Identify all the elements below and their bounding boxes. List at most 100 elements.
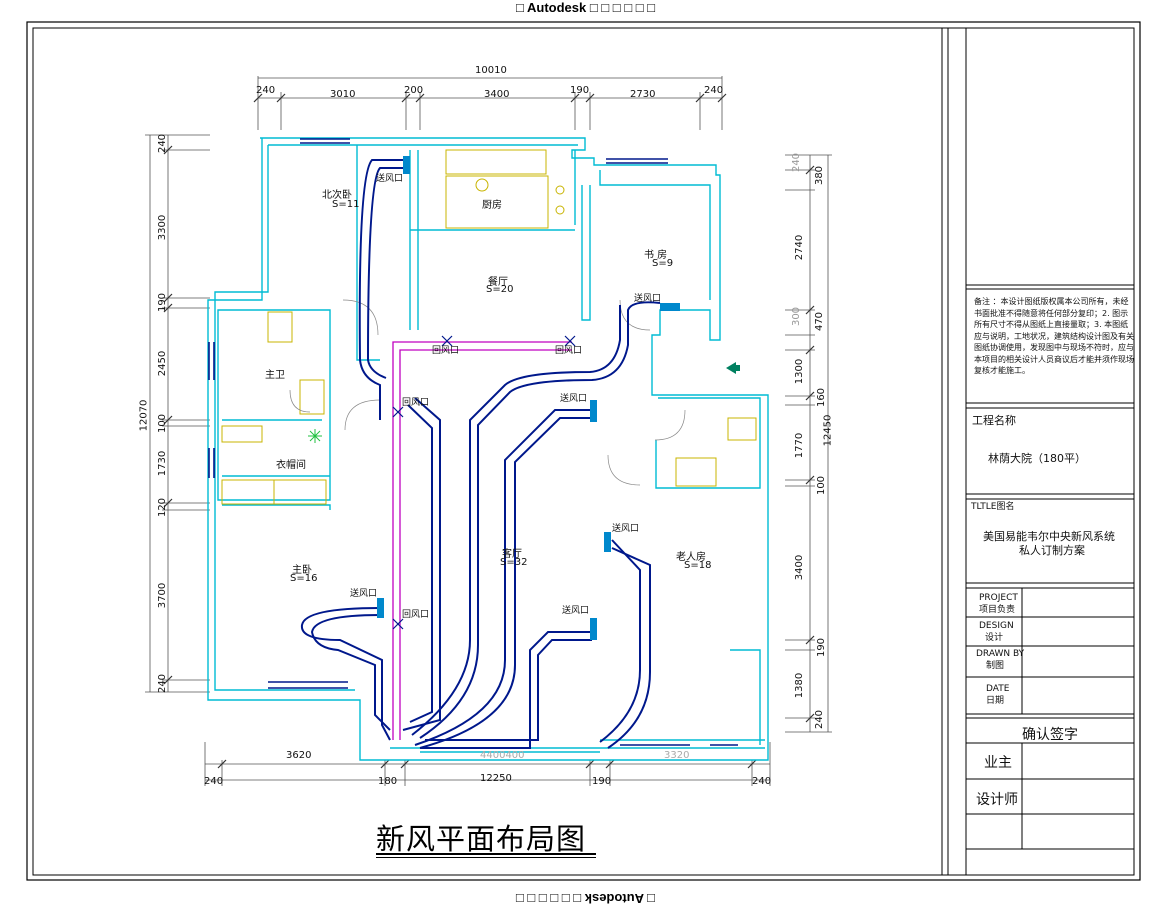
return-vent-label: 回风口 <box>402 398 430 408</box>
dim-top-2: 3010 <box>330 89 356 100</box>
row-drawn-cn: 制图 <box>986 661 1005 671</box>
dim-left-7: 120 <box>157 497 169 518</box>
dim-left-4: 2450 <box>157 350 169 377</box>
vent-markers <box>377 156 680 640</box>
top-banner: □ Autodesk □ □ □ □ □ □ <box>0 0 1171 15</box>
dim-top-5: 190 <box>570 85 590 96</box>
room-study: 书 房 <box>644 250 668 261</box>
drawing-name-label: TLTLE图名 <box>971 502 1015 512</box>
drawing-title: 新风平面布局图 <box>376 822 587 856</box>
row-date-en: DATE <box>986 684 1010 694</box>
dim-bottom-3: 180 <box>378 776 398 787</box>
room-dining: 餐厅 <box>488 277 508 288</box>
dim-right-9: 100 <box>816 475 828 496</box>
banner-glyph: □ <box>515 0 524 15</box>
dim-right-total: 12450 <box>822 414 834 447</box>
row-date-cn: 日期 <box>986 696 1005 706</box>
dim-left-9: 240 <box>157 673 169 694</box>
dim-bottom-1: 240 <box>204 776 224 787</box>
banner-boxes: □ □ □ □ □ □ <box>589 0 656 15</box>
dim-top-6: 2730 <box>630 89 656 100</box>
design-notes: 备注 ：本设计图纸版权属本公司所有，未经书面批准不得随意将任何部分复印；2. 图… <box>974 297 1134 375</box>
dim-top-total: 10010 <box>475 65 507 76</box>
row-project-en: PROJECT <box>979 593 1018 603</box>
windows <box>208 138 738 746</box>
bottom-banner: □ Autodesk □ □ □ □ □ □ <box>0 891 1171 906</box>
dim-bottom-total: 12250 <box>480 773 512 784</box>
confirm-signature-label: 确认签字 <box>1022 727 1078 743</box>
room-elder: 老人房 <box>676 552 706 563</box>
dim-right-12: 1380 <box>794 672 806 699</box>
room-north-bedroom-area: S=11 <box>332 199 360 210</box>
return-vent-label: 回风口 <box>402 610 430 620</box>
dim-bottom-2: 3620 <box>286 750 312 761</box>
dim-right-6: 1300 <box>794 358 806 385</box>
room-study-area: S=9 <box>652 258 674 269</box>
supply-ducts <box>300 159 661 749</box>
return-markers <box>392 335 576 630</box>
title-underline <box>376 857 596 858</box>
designer-label: 设计师 <box>976 792 1018 808</box>
dim-left-6: 1730 <box>157 450 169 477</box>
supply-vent-label: 送风口 <box>562 606 590 616</box>
room-master-bedroom-area: S=16 <box>290 573 318 584</box>
fixtures <box>221 149 757 505</box>
return-duct <box>392 341 572 740</box>
supply-vent-label: 送风口 <box>612 524 640 534</box>
title-underline <box>376 853 596 855</box>
dim-right-2: 380 <box>814 165 826 186</box>
supply-vent-label: 送风口 <box>634 294 662 304</box>
room-living: 客厅 <box>502 549 522 560</box>
title-block-grid <box>966 284 1134 850</box>
room-master-bath: 主卫 <box>265 370 285 381</box>
dim-right-10: 3400 <box>794 554 806 581</box>
dim-top-3: 200 <box>404 85 424 96</box>
return-vent-label: 回风口 <box>432 346 460 356</box>
row-drawn-en: DRAWN BY <box>976 649 1025 659</box>
banner-top-text: Autodesk <box>526 0 587 15</box>
room-dining-area: S=20 <box>486 284 514 295</box>
dim-right-7: 160 <box>816 387 828 408</box>
banner-glyph: □ <box>647 891 656 906</box>
dim-bottom-7: 240 <box>752 776 772 787</box>
dim-left-5: 100 <box>157 413 169 434</box>
dim-top-4: 3400 <box>484 89 510 100</box>
row-project-cn: 项目负责 <box>979 605 1016 615</box>
banner-boxes: □ □ □ □ □ □ <box>515 891 582 906</box>
row-design-cn: 设计 <box>985 633 1004 643</box>
room-cloakroom: 衣帽间 <box>276 460 306 471</box>
dim-right-1: 240 <box>791 152 803 173</box>
return-vent-label: 回风口 <box>555 346 583 356</box>
dim-left-1: 240 <box>157 133 169 154</box>
outer-border <box>26 21 1141 881</box>
dim-right-5: 300 <box>791 306 803 327</box>
supply-vent-label: 送风口 <box>376 174 404 184</box>
dim-left-total: 12070 <box>138 399 150 432</box>
project-name: 林荫大院（180平） <box>988 452 1086 465</box>
owner-label: 业主 <box>984 755 1012 771</box>
project-name-label: 工程名称 <box>972 414 1016 427</box>
walls <box>207 137 769 761</box>
drawing-name-line1: 美国易能韦尔中央新风系统 <box>983 530 1115 543</box>
room-kitchen: 厨房 <box>482 200 502 211</box>
doors <box>289 299 686 486</box>
room-north-bedroom: 北次卧 <box>322 190 352 201</box>
dim-right-3: 2740 <box>794 234 806 261</box>
row-design-en: DESIGN <box>979 621 1014 631</box>
dim-top-7: 240 <box>704 85 724 96</box>
north-arrow-icon <box>726 362 736 374</box>
dimension-lines <box>145 76 832 786</box>
inner-border <box>32 27 1135 876</box>
dim-right-11: 190 <box>816 637 828 658</box>
room-living-area: S=32 <box>500 557 528 568</box>
room-elder-area: S=18 <box>684 560 712 571</box>
banner-bottom-text: Autodesk <box>584 891 645 906</box>
supply-vent-label: 送风口 <box>560 394 588 404</box>
dim-bottom-5: 190 <box>592 776 612 787</box>
dim-left-3: 190 <box>157 292 169 313</box>
dimension-ticks <box>163 93 815 769</box>
drawing-name-line2: 私人订制方案 <box>1019 544 1085 557</box>
room-master-bedroom: 主卧 <box>292 565 312 576</box>
dim-right-13: 240 <box>814 709 826 730</box>
